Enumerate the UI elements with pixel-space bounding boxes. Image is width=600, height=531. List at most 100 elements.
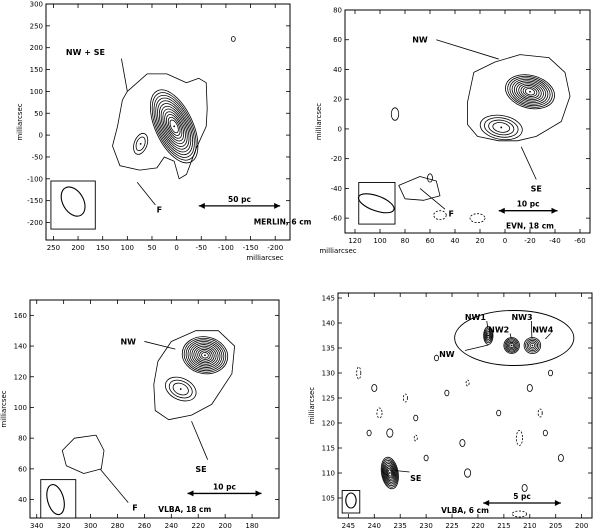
contour-peak (388, 472, 391, 474)
contour-level (386, 467, 393, 479)
contour-level (507, 75, 553, 108)
y-axis-label: milliarcsec (315, 103, 323, 140)
contour-blob (371, 384, 378, 392)
y-tick-label: 20 (333, 96, 342, 104)
contour-level (385, 466, 394, 480)
contour-map (61, 330, 236, 474)
contour-level (167, 116, 181, 136)
y-tick-label: 100 (30, 88, 43, 96)
x-tick-label: 280 (111, 522, 124, 530)
x-tick-label: 60 (426, 237, 435, 245)
contour-blob (496, 409, 502, 417)
scale-bar-label: 50 pc (228, 195, 251, 204)
contour-level (172, 382, 189, 396)
y-tick-label: -60 (331, 215, 342, 223)
x-tick-label: 50 (148, 244, 157, 252)
contour-level (189, 342, 221, 368)
x-tick-label: 230 (419, 522, 432, 530)
scale-bar-arrowhead (498, 207, 505, 214)
scale-bar-arrowhead (274, 202, 281, 209)
negative-contour (465, 379, 470, 387)
y-tick-label: 0 (39, 132, 43, 140)
x-tick-label: 100 (373, 237, 386, 245)
scale-bar-arrowhead (554, 500, 561, 506)
negative-contour (537, 408, 543, 418)
contour-level (166, 114, 183, 139)
y-tick-label: 120 (322, 420, 335, 428)
contour-level (384, 463, 396, 483)
contour-level (520, 85, 540, 99)
contour-map (356, 310, 575, 518)
x-tick-label: 180 (245, 522, 258, 530)
x-tick-label: 240 (165, 522, 178, 530)
y-tick-label: -50 (32, 153, 43, 161)
contour-level (164, 111, 185, 142)
contour-blob (230, 36, 236, 42)
contour-level (383, 461, 397, 485)
y-tick-label: 105 (322, 495, 335, 503)
contour-level (168, 379, 193, 399)
x-tick-label: -100 (218, 244, 234, 252)
contour-blob (548, 369, 554, 377)
contour-level (509, 343, 514, 348)
contour-level (191, 344, 219, 367)
beam-ellipse (60, 186, 86, 217)
component-label: F (449, 210, 454, 219)
negative-contour (402, 393, 408, 403)
y-tick-label: 140 (322, 320, 335, 328)
x-tick-label: 235 (394, 522, 407, 530)
beam-ellipse (345, 492, 357, 509)
component-label: NW + SE (66, 48, 105, 57)
contour-peak (529, 90, 531, 93)
contour-blob (390, 107, 400, 121)
contour-level (508, 341, 516, 350)
contour-level (387, 469, 392, 477)
x-tick-label: 200 (71, 244, 84, 252)
leader-line (191, 421, 209, 460)
scale-bar-label: 10 pc (213, 482, 236, 491)
contour-blob (464, 468, 472, 478)
component-label: NW (412, 36, 428, 45)
contour-level (503, 337, 520, 354)
component-label: NW2 (488, 326, 509, 335)
scale-bar-arrowhead (551, 207, 558, 214)
x-tick-label: 250 (47, 244, 60, 252)
y-tick-label: 120 (14, 373, 27, 381)
component-label: NW1 (465, 313, 487, 322)
y-tick-label: 60 (18, 465, 27, 473)
x-tick-label: 240 (368, 522, 381, 530)
contour-level (385, 464, 395, 482)
contour-level (380, 456, 399, 490)
contour-peak (500, 126, 503, 129)
contour-blob (459, 439, 466, 447)
leader-line (486, 320, 489, 329)
contour-outer (153, 330, 236, 421)
x-tick-label: 200 (575, 522, 588, 530)
contour-level (505, 74, 555, 110)
contour-blob (386, 428, 394, 438)
contour-level (485, 330, 491, 341)
contour-blob (444, 389, 450, 397)
y-tick-label: -100 (27, 175, 43, 183)
leader-line (436, 39, 499, 60)
contour-peak (487, 334, 490, 337)
x-tick-label: 225 (445, 522, 458, 530)
contour-level (195, 347, 215, 364)
leader-line (530, 320, 533, 339)
beam-box (341, 490, 361, 514)
contour-level (158, 103, 190, 150)
contour-level (165, 376, 197, 402)
contour-blob (526, 384, 533, 392)
contour-level (484, 327, 493, 344)
contour-level (151, 92, 197, 161)
y-tick-label: 135 (322, 345, 335, 353)
negative-contour (469, 213, 486, 223)
y-tick-label: 40 (18, 496, 27, 504)
contour-level (483, 326, 494, 345)
contour-level (157, 100, 192, 153)
x-tick-label: 210 (523, 522, 536, 530)
leader-line (394, 470, 410, 473)
contour-level (135, 136, 146, 152)
